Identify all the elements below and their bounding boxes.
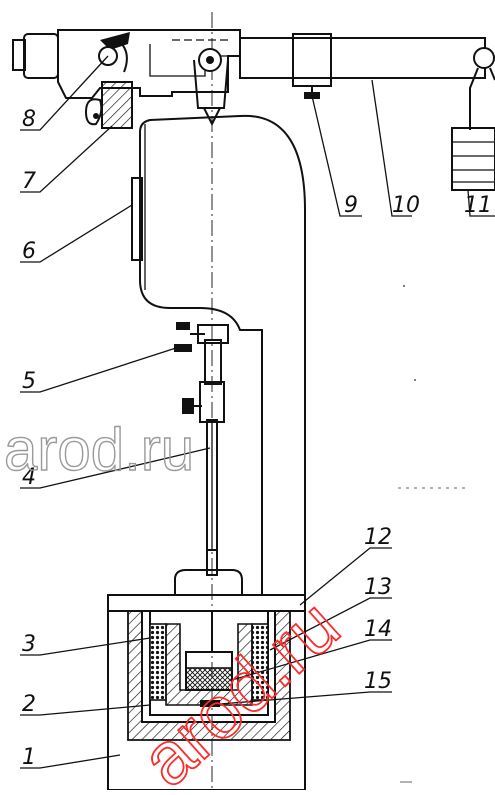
label-4: 4: [22, 465, 36, 490]
label-2: 2: [22, 692, 36, 717]
label-15: 15: [364, 669, 392, 694]
label-1: 1: [22, 745, 36, 770]
label-7: 7: [22, 169, 36, 194]
label-11: 11: [464, 193, 492, 218]
label-5: 5: [22, 369, 36, 394]
label-3: 3: [22, 632, 36, 657]
label-12: 12: [364, 525, 392, 550]
label-13: 13: [364, 575, 392, 600]
label-10: 10: [392, 193, 420, 218]
main-column: [131, 114, 306, 596]
base-assembly: [107, 549, 306, 791]
rod-assembly: [174, 322, 229, 551]
watermark-grey: arod.ru: [4, 416, 194, 483]
leader-lines: [20, 55, 495, 769]
label-14: 14: [364, 617, 392, 642]
top-lever-assembly: [12, 29, 495, 191]
part-labels: 8 7 6 5 4 3 2 1 9 10 11 12 13 14 15: [22, 107, 492, 770]
label-9: 9: [344, 193, 358, 218]
label-8: 8: [22, 107, 36, 132]
label-6: 6: [22, 239, 36, 264]
